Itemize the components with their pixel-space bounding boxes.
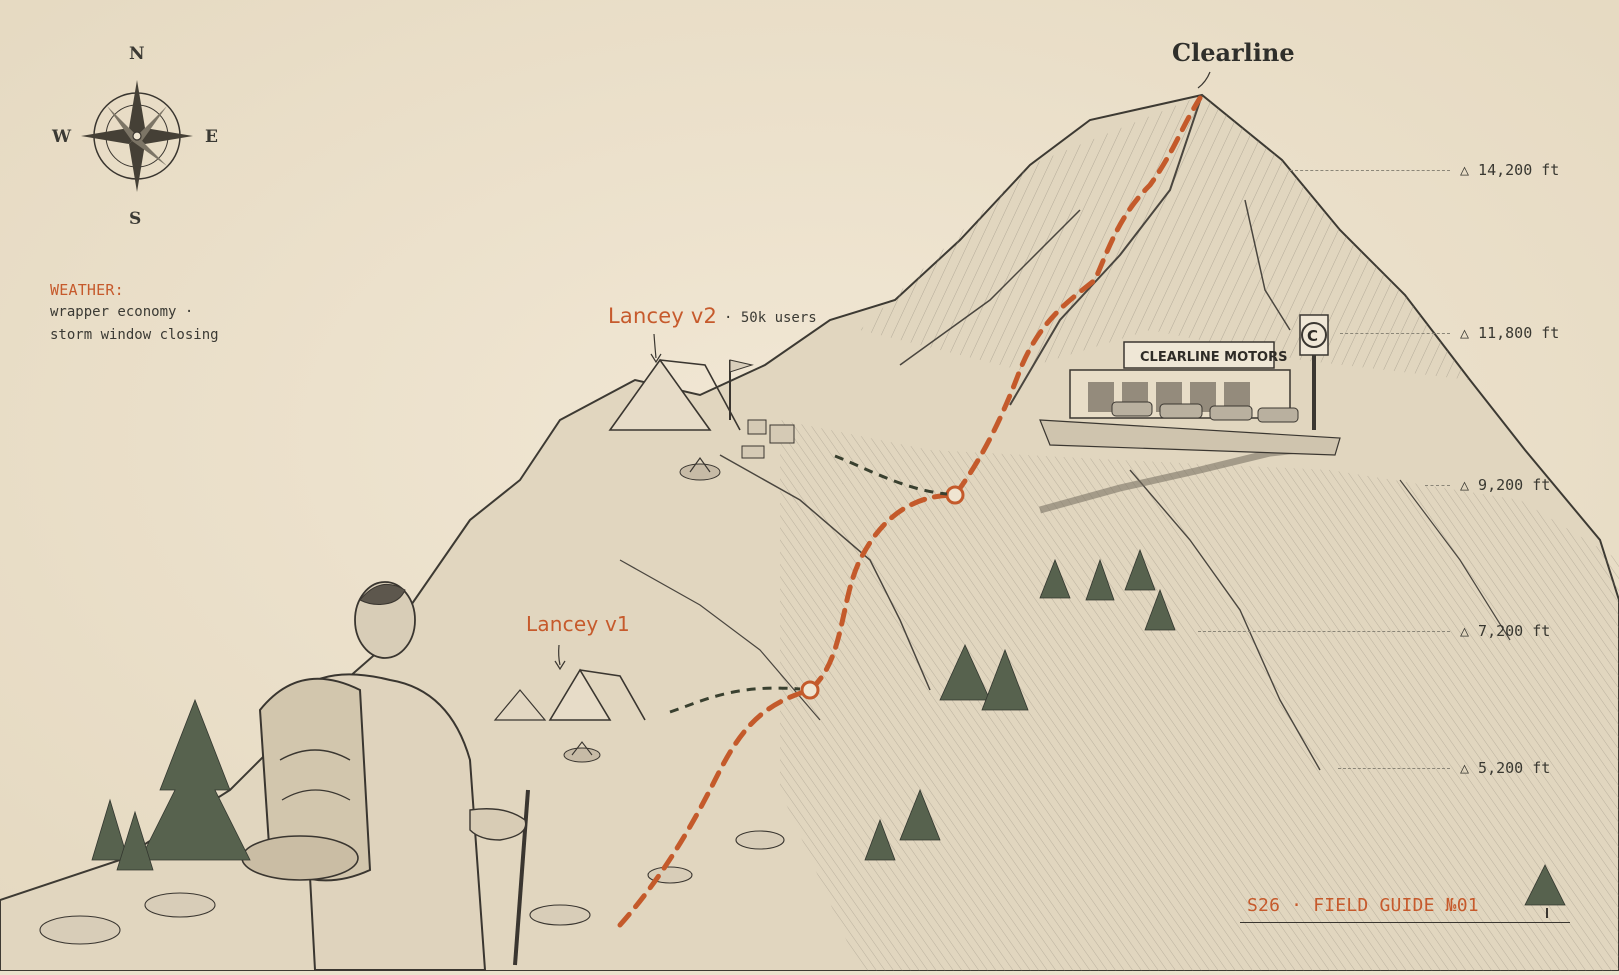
camp-v1-pointer	[554, 644, 566, 671]
checkpoint-v1-marker	[800, 680, 820, 700]
elevation-tick-7200	[1198, 631, 1450, 632]
compass-north-label: N	[129, 44, 145, 64]
camp-v1-title: Lancey v1	[526, 612, 630, 636]
compass-south-label: S	[129, 209, 142, 229]
pine-trees	[91, 548, 1566, 906]
footer-rule	[1240, 922, 1570, 923]
elevation-label-7200: △ 7,200 ft	[1460, 622, 1551, 640]
camp-v2-note: · 50k users	[724, 310, 817, 326]
elevation-label-5200: △ 5,200 ft	[1460, 759, 1551, 777]
mountain-ridge-lines	[619, 94, 1511, 771]
summit-label: Clearline	[1172, 38, 1295, 67]
compass-west-label: W	[52, 127, 72, 147]
hiker	[241, 581, 530, 971]
svg-text:CLEARLINE MOTORS: CLEARLINE MOTORS	[1140, 350, 1287, 365]
elevation-tick-11800	[1340, 333, 1450, 334]
camp-v2-pointer	[650, 333, 662, 364]
elevation-label-9200: △ 9,200 ft	[1460, 476, 1551, 494]
compass-rose	[81, 80, 193, 192]
camp-v1-connector	[669, 686, 801, 714]
camp-v2	[608, 358, 795, 481]
camp-v2-title: Lancey v2	[608, 304, 718, 328]
mountain-lower-shading	[780, 420, 1619, 971]
weather-line-2: storm window closing	[50, 327, 219, 343]
camp-v1	[493, 668, 646, 763]
compass-east-label: E	[205, 127, 218, 147]
elevation-tick-5200	[1338, 768, 1450, 769]
elevation-label-11800: △ 11,800 ft	[1460, 324, 1560, 342]
summit-pointer	[1197, 71, 1211, 89]
elevation-tick-14200	[1290, 170, 1450, 171]
trail-path	[617, 95, 1203, 928]
weather-line-1: wrapper economy ·	[50, 304, 194, 320]
elevation-tick-9200	[1425, 485, 1450, 486]
mountain-upper-shading	[860, 95, 1470, 380]
field-guide-label: S26 · FIELD GUIDE №01	[1247, 895, 1479, 916]
svg-text:C: C	[1307, 327, 1318, 345]
weather-heading: WEATHER:	[50, 281, 124, 299]
dealership-building: CLEARLINE MOTORS C	[1039, 314, 1341, 456]
elevation-label-14200: △ 14,200 ft	[1460, 161, 1560, 179]
checkpoint-v2-marker	[945, 485, 965, 505]
